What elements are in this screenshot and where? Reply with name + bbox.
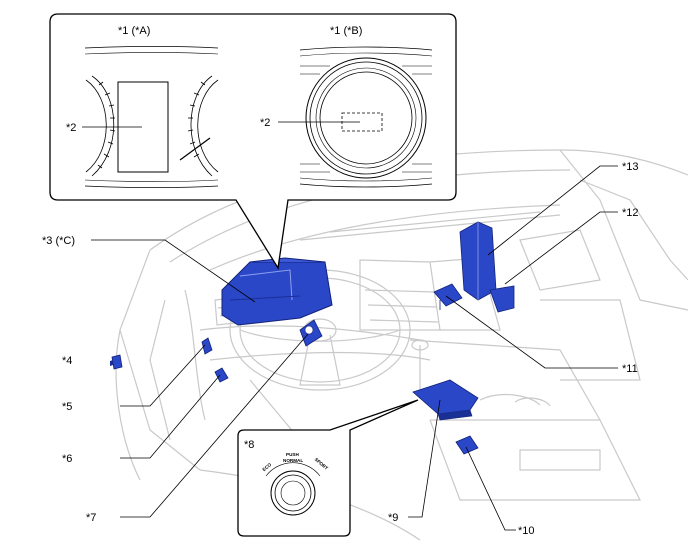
part-5: [201, 337, 213, 355]
highlighted-parts: [110, 221, 515, 455]
switch-push-label: PUSH: [286, 452, 299, 457]
combination-meter-part: [221, 257, 333, 326]
panel-a: *1 (*A): [66, 25, 219, 188]
callout-4: *4: [62, 355, 72, 367]
callout-13: *13: [622, 161, 639, 173]
part-4: [110, 354, 123, 370]
part-7-switch: [299, 319, 323, 347]
switch-normal-label: NORMAL: [283, 458, 303, 463]
switch-eco-label: ECO: [261, 462, 272, 473]
part-10: [455, 435, 479, 455]
part-11: [433, 283, 463, 310]
callout-11: *11: [622, 363, 638, 375]
leader-lines: [91, 165, 618, 531]
part-9-console: [412, 379, 479, 421]
panel-b: *1 (*B) *2: [260, 25, 433, 188]
callout-9: *9: [388, 512, 398, 524]
panel-b-title: *1 (*B): [330, 25, 362, 37]
panel-a-callout: *2: [66, 122, 76, 134]
part-6: [214, 367, 229, 383]
inset-drive-mode-switch: *8 PUSH NORMAL ECO SPORT: [237, 399, 419, 537]
callout-12: *12: [622, 207, 639, 219]
callout-labels: *3 (*C) *4 *5 *6 *7 *9 *10 *11 *12 *13: [42, 161, 639, 537]
callout-3: *3 (*C): [42, 235, 75, 247]
panel-b-callout: *2: [260, 117, 270, 129]
callout-6: *6: [62, 453, 72, 465]
part-12-13-ecu: [459, 221, 515, 313]
panel-a-title: *1 (*A): [118, 25, 150, 37]
callout-7: *7: [86, 512, 96, 524]
inset-meter-detail: *1 (*A): [49, 13, 457, 270]
callout-10: *10: [518, 525, 535, 537]
switch-inset-title: *8: [244, 439, 254, 451]
car-interior-background: [115, 149, 688, 541]
callout-5: *5: [62, 401, 72, 413]
